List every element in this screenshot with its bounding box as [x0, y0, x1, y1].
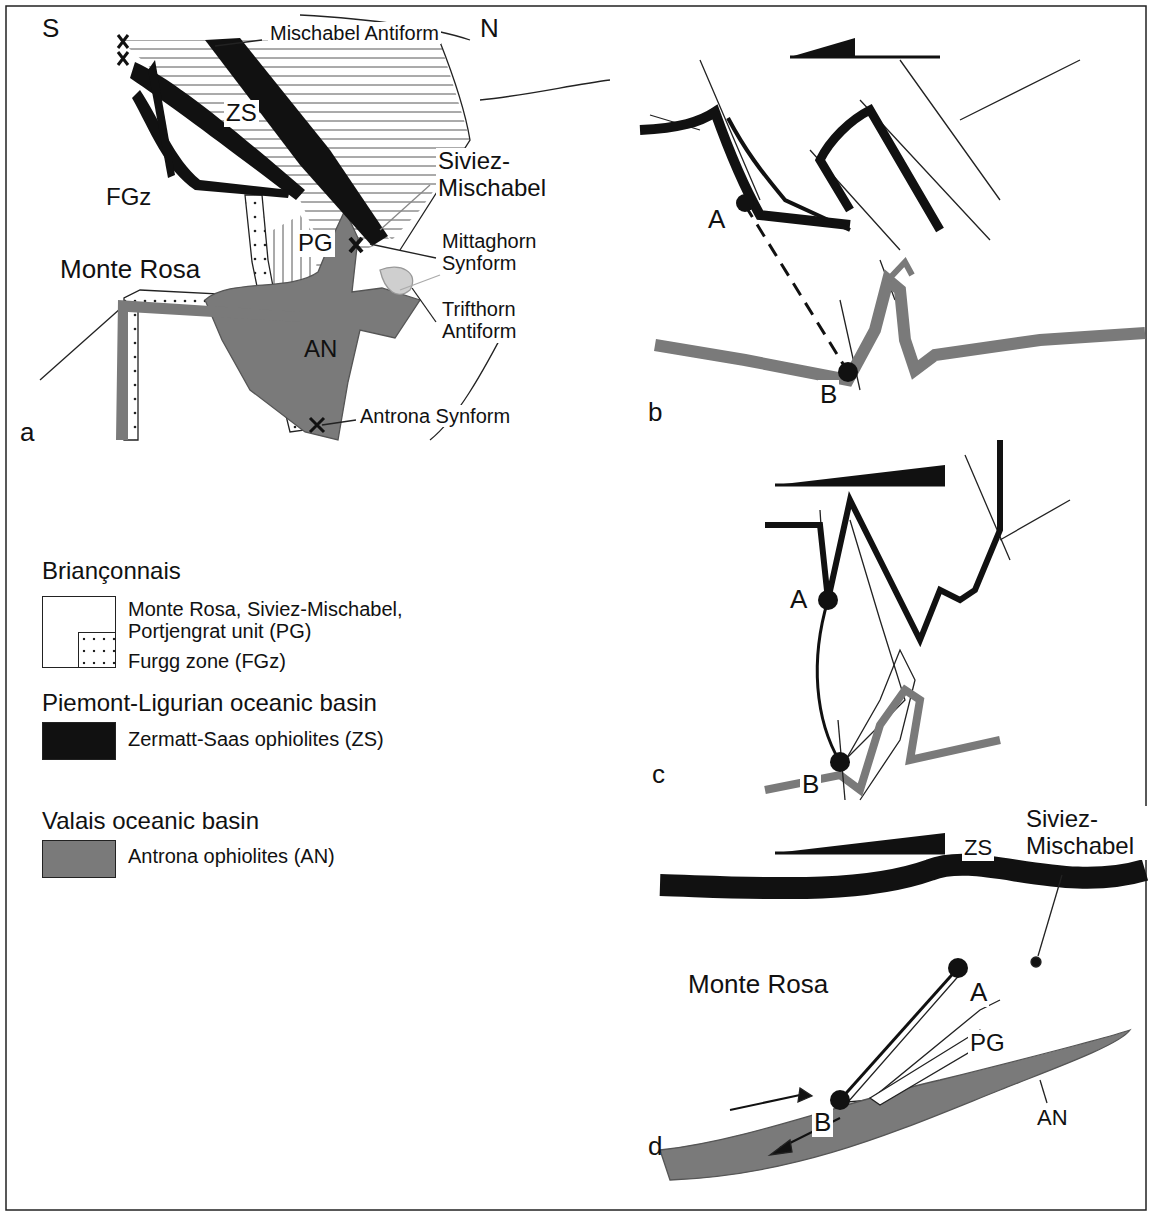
map-label: Piemont-Ligurian oceanic basin	[42, 690, 377, 717]
panel-b	[640, 38, 1145, 390]
map-label: N	[480, 14, 499, 43]
map-label: Trifthorn Antiform	[440, 298, 574, 343]
map-label: B	[818, 380, 839, 409]
map-label: ZS	[224, 100, 259, 127]
legend-text: Zermatt-Saas ophiolites (ZS)	[128, 728, 448, 750]
map-label: c	[652, 760, 665, 789]
panel-c	[765, 440, 1070, 800]
map-label: AN	[1035, 1106, 1070, 1131]
map-label: Monte Rosa	[60, 255, 200, 284]
map-label: PG	[968, 1030, 1007, 1057]
map-label: b	[648, 398, 662, 427]
map-label: Briançonnais	[42, 558, 181, 585]
map-label: ZS	[962, 836, 994, 861]
map-label: A	[706, 205, 727, 234]
map-label: FGz	[104, 184, 153, 211]
map-label: A	[968, 978, 989, 1007]
map-label: Monte Rosa	[688, 970, 828, 999]
map-label: B	[800, 770, 821, 799]
map-label: PG	[296, 230, 335, 257]
map-label: Siviez- Mischabel	[1024, 806, 1152, 860]
legend-swatch	[42, 840, 116, 878]
panel-a	[40, 15, 610, 440]
map-label: Valais oceanic basin	[42, 808, 259, 835]
map-label: A	[788, 585, 809, 614]
legend-text: Furgg zone (FGz)	[128, 650, 428, 672]
map-label: AN	[304, 336, 337, 363]
map-label: Antrona Synform	[358, 405, 512, 427]
map-label: S	[42, 14, 59, 43]
legend-swatch	[78, 632, 116, 668]
panel-d	[660, 833, 1145, 1180]
map-label: a	[20, 418, 34, 447]
legend-swatch	[42, 722, 116, 760]
map-label: Mittaghorn Synform	[440, 230, 574, 275]
map-label: d	[648, 1132, 662, 1161]
legend-text: Monte Rosa, Siviez-Mischabel, Portjengra…	[128, 598, 428, 643]
map-label: B	[812, 1108, 833, 1137]
map-label: Siviez- Mischabel	[436, 148, 570, 202]
legend-text: Antrona ophiolites (AN)	[128, 845, 448, 867]
map-label: Mischabel Antiform	[268, 22, 441, 44]
